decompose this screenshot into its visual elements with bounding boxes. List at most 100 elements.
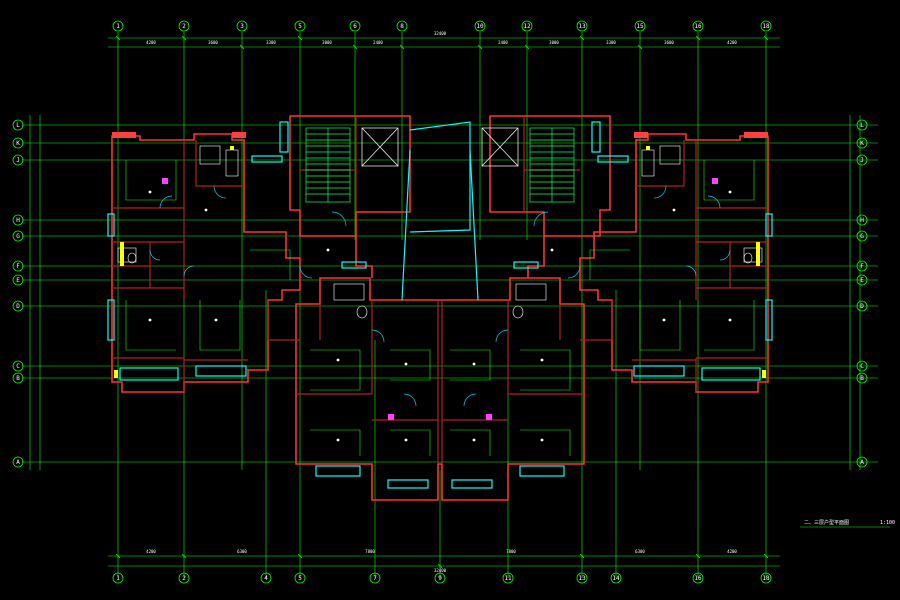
axis-right-K-bubble	[856, 137, 868, 149]
drawing-title-block: 二、三层户型平面图 1:100	[800, 519, 895, 528]
axis-top-2-bubble	[178, 20, 190, 32]
axis-bottom-11-label: 11	[504, 575, 512, 582]
axis-top-6-bubble	[349, 20, 361, 32]
svg-text:7800: 7800	[506, 549, 516, 554]
axis-bottom-18-label: 18	[762, 575, 770, 582]
axis-top-1-bubble	[112, 20, 124, 32]
axis-left-F-bubble	[12, 260, 24, 272]
axis-left-G-bubble	[12, 230, 24, 242]
axis-top-16-bubble	[692, 20, 704, 32]
axis-top-8-bubble	[396, 20, 408, 32]
interior-partitions	[112, 116, 768, 464]
svg-text:3000: 3000	[549, 40, 559, 45]
axis-top-6-label: 6	[353, 23, 357, 30]
axis-top-8-label: 8	[400, 23, 404, 30]
axis-right-H-label: H	[860, 217, 864, 224]
axis-left-E-label: E	[16, 277, 20, 284]
axis-left-K-label: K	[16, 140, 20, 147]
annotation-marks	[112, 132, 768, 442]
axis-bottom-5-label: 5	[298, 575, 302, 582]
axis-bottom-18-bubble	[760, 572, 772, 584]
axis-right-C-bubble	[856, 360, 868, 372]
axis-left-H-bubble	[12, 214, 24, 226]
axis-left-A-bubble	[12, 456, 24, 468]
axis-right-L-label: L	[860, 122, 864, 129]
svg-text:6300: 6300	[635, 549, 645, 554]
axis-left-F-label: F	[16, 263, 20, 270]
svg-text:4200: 4200	[727, 549, 737, 554]
axis-right-F-bubble	[856, 260, 868, 272]
axis-top-18-label: 18	[762, 23, 770, 30]
axis-right-E-bubble	[856, 274, 868, 286]
axis-left-B-bubble	[12, 372, 24, 384]
axis-right-B-bubble	[856, 372, 868, 384]
svg-text:6300: 6300	[237, 549, 247, 554]
axis-top-15-bubble	[634, 20, 646, 32]
axis-left-L-bubble	[12, 119, 24, 131]
axis-bottom-11-bubble	[502, 572, 514, 584]
axis-bottom-16-bubble	[692, 572, 704, 584]
axis-bottom-14-label: 14	[612, 575, 620, 582]
axis-bottom-9-label: 9	[438, 575, 442, 582]
svg-text:4200: 4200	[146, 40, 156, 45]
svg-text:2400: 2400	[373, 40, 383, 45]
axis-left-C-label: C	[16, 363, 20, 370]
axis-top-15-label: 15	[636, 23, 644, 30]
axis-bottom-16-label: 16	[694, 575, 702, 582]
axis-left-K-bubble	[12, 137, 24, 149]
axis-right-C-label: C	[860, 363, 864, 370]
axis-right-H-bubble	[856, 214, 868, 226]
axis-bottom-4-label: 4	[264, 575, 268, 582]
axis-left-D-bubble	[12, 300, 24, 312]
axis-bottom-7-bubble	[369, 572, 381, 584]
axis-left-L-label: L	[16, 122, 20, 129]
svg-text:32400: 32400	[434, 568, 447, 573]
axis-right-G-bubble	[856, 230, 868, 242]
axis-top-1-label: 1	[116, 23, 120, 30]
axis-right-J-bubble	[856, 154, 868, 166]
axis-left-E-bubble	[12, 274, 24, 286]
svg-text:3600: 3600	[664, 40, 674, 45]
axis-left-D-label: D	[16, 303, 20, 310]
axis-top-13-bubble	[576, 20, 588, 32]
stairwells	[305, 127, 575, 203]
axis-top-18-bubble	[760, 20, 772, 32]
svg-text:4200: 4200	[146, 549, 156, 554]
axis-top-12-label: 12	[523, 23, 531, 30]
axis-top-13-label: 13	[578, 23, 586, 30]
svg-text:3000: 3000	[322, 40, 332, 45]
axis-left-H-label: H	[16, 217, 20, 224]
axis-bottom-1-label: 1	[116, 575, 120, 582]
axis-left-J-label: J	[16, 157, 20, 164]
axis-bottom-5-bubble	[294, 572, 306, 584]
axis-bottom-13-label: 13	[578, 575, 586, 582]
axis-left-G-label: G	[16, 233, 20, 240]
axis-top-12-bubble	[521, 20, 533, 32]
building-walls	[111, 115, 769, 501]
axis-right-K-label: K	[860, 140, 864, 147]
axis-top-10-label: 10	[476, 23, 484, 30]
elevator-shafts	[361, 127, 519, 167]
axis-left-J-bubble	[12, 154, 24, 166]
axis-right-A-bubble	[856, 456, 868, 468]
axis-top-5-bubble	[294, 20, 306, 32]
axis-right-L-bubble	[856, 119, 868, 131]
svg-text:2400: 2400	[498, 40, 508, 45]
svg-text:7800: 7800	[365, 549, 375, 554]
axis-bottom-2-bubble	[178, 572, 190, 584]
axis-left-B-label: B	[16, 375, 20, 382]
axis-bottom-14-bubble	[610, 572, 622, 584]
axis-right-D-label: D	[860, 303, 864, 310]
axis-grid	[22, 32, 878, 578]
axis-bottom-7-label: 7	[373, 575, 377, 582]
svg-text:3600: 3600	[208, 40, 218, 45]
axis-top-16-label: 16	[694, 23, 702, 30]
axis-bottom-9-bubble	[434, 572, 446, 584]
axis-bottom-2-label: 2	[182, 575, 186, 582]
svg-text:4200: 4200	[727, 40, 737, 45]
axis-top-3-label: 3	[240, 23, 244, 30]
axis-right-E-label: E	[860, 277, 864, 284]
svg-text:3300: 3300	[606, 40, 616, 45]
